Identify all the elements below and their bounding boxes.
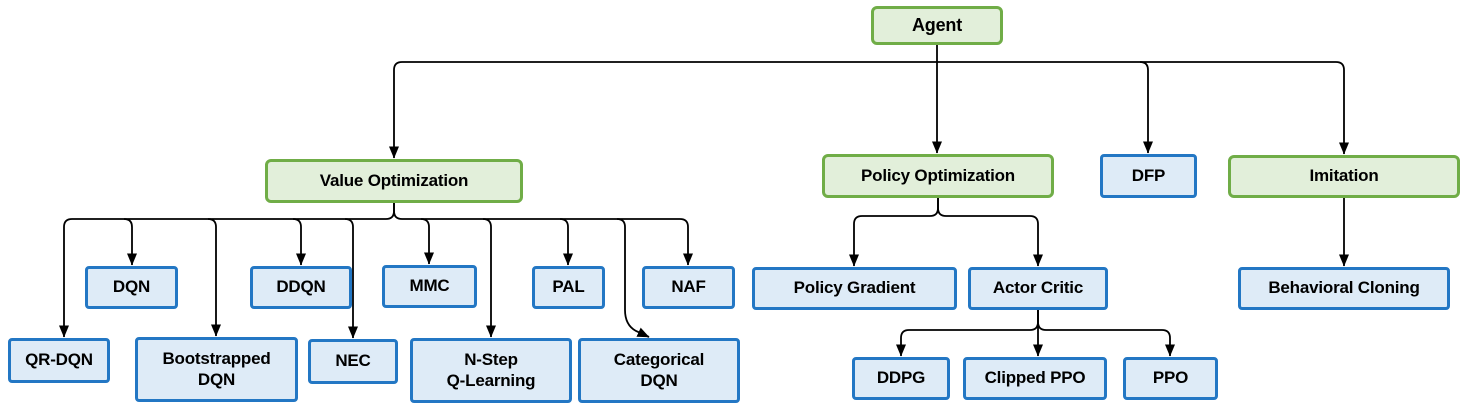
edge-value-optimization-categorical-dqn [616, 218, 650, 338]
edge-agent-imitation [937, 61, 1349, 155]
edge-actor-critic-ppo [1037, 310, 1175, 357]
edge-agent-dfp [1139, 61, 1153, 154]
node-clipped-ppo: Clipped PPO [963, 357, 1107, 400]
node-ddqn: DDQN [250, 266, 352, 309]
node-actor-critic: Actor Critic [968, 267, 1108, 310]
node-mmc: MMC [382, 265, 477, 308]
node-n-step-q-learning: N-Step Q-Learning [410, 338, 572, 403]
edge-value-optimization-naf [393, 203, 693, 266]
node-dfp: DFP [1100, 154, 1197, 198]
node-nec: NEC [308, 339, 398, 384]
edge-value-optimization-dqn [123, 218, 137, 266]
node-pal: PAL [532, 266, 605, 309]
node-categorical-dqn: Categorical DQN [578, 338, 740, 403]
edge-value-optimization-pal [559, 218, 573, 266]
edge-value-optimization-bootstrapped-dqn [207, 218, 221, 337]
node-policy-optimization: Policy Optimization [822, 154, 1054, 198]
edge-value-optimization-mmc [420, 218, 434, 265]
edge-actor-critic-ddpg [896, 310, 1039, 357]
node-naf: NAF [642, 266, 735, 309]
edge-agent-value-optimization [389, 61, 937, 159]
node-bootstrapped-dqn: Bootstrapped DQN [135, 337, 298, 402]
node-agent: Agent [871, 6, 1003, 45]
node-behavioral-cloning: Behavioral Cloning [1238, 267, 1450, 310]
node-ddpg: DDPG [852, 357, 950, 400]
edge-policy-optimization-actor-critic [937, 198, 1043, 267]
node-value-optimization: Value Optimization [265, 159, 523, 203]
edge-value-optimization-n-step-q-learning [482, 218, 496, 338]
edge-policy-optimization-policy-gradient [849, 198, 939, 267]
edge-value-optimization-nec [344, 218, 358, 339]
node-ppo: PPO [1123, 357, 1218, 400]
edge-value-optimization-ddqn [292, 218, 306, 266]
node-dqn: DQN [85, 266, 178, 309]
node-imitation: Imitation [1228, 155, 1460, 198]
node-policy-gradient: Policy Gradient [752, 267, 957, 310]
node-qr-dqn: QR-DQN [8, 338, 110, 383]
